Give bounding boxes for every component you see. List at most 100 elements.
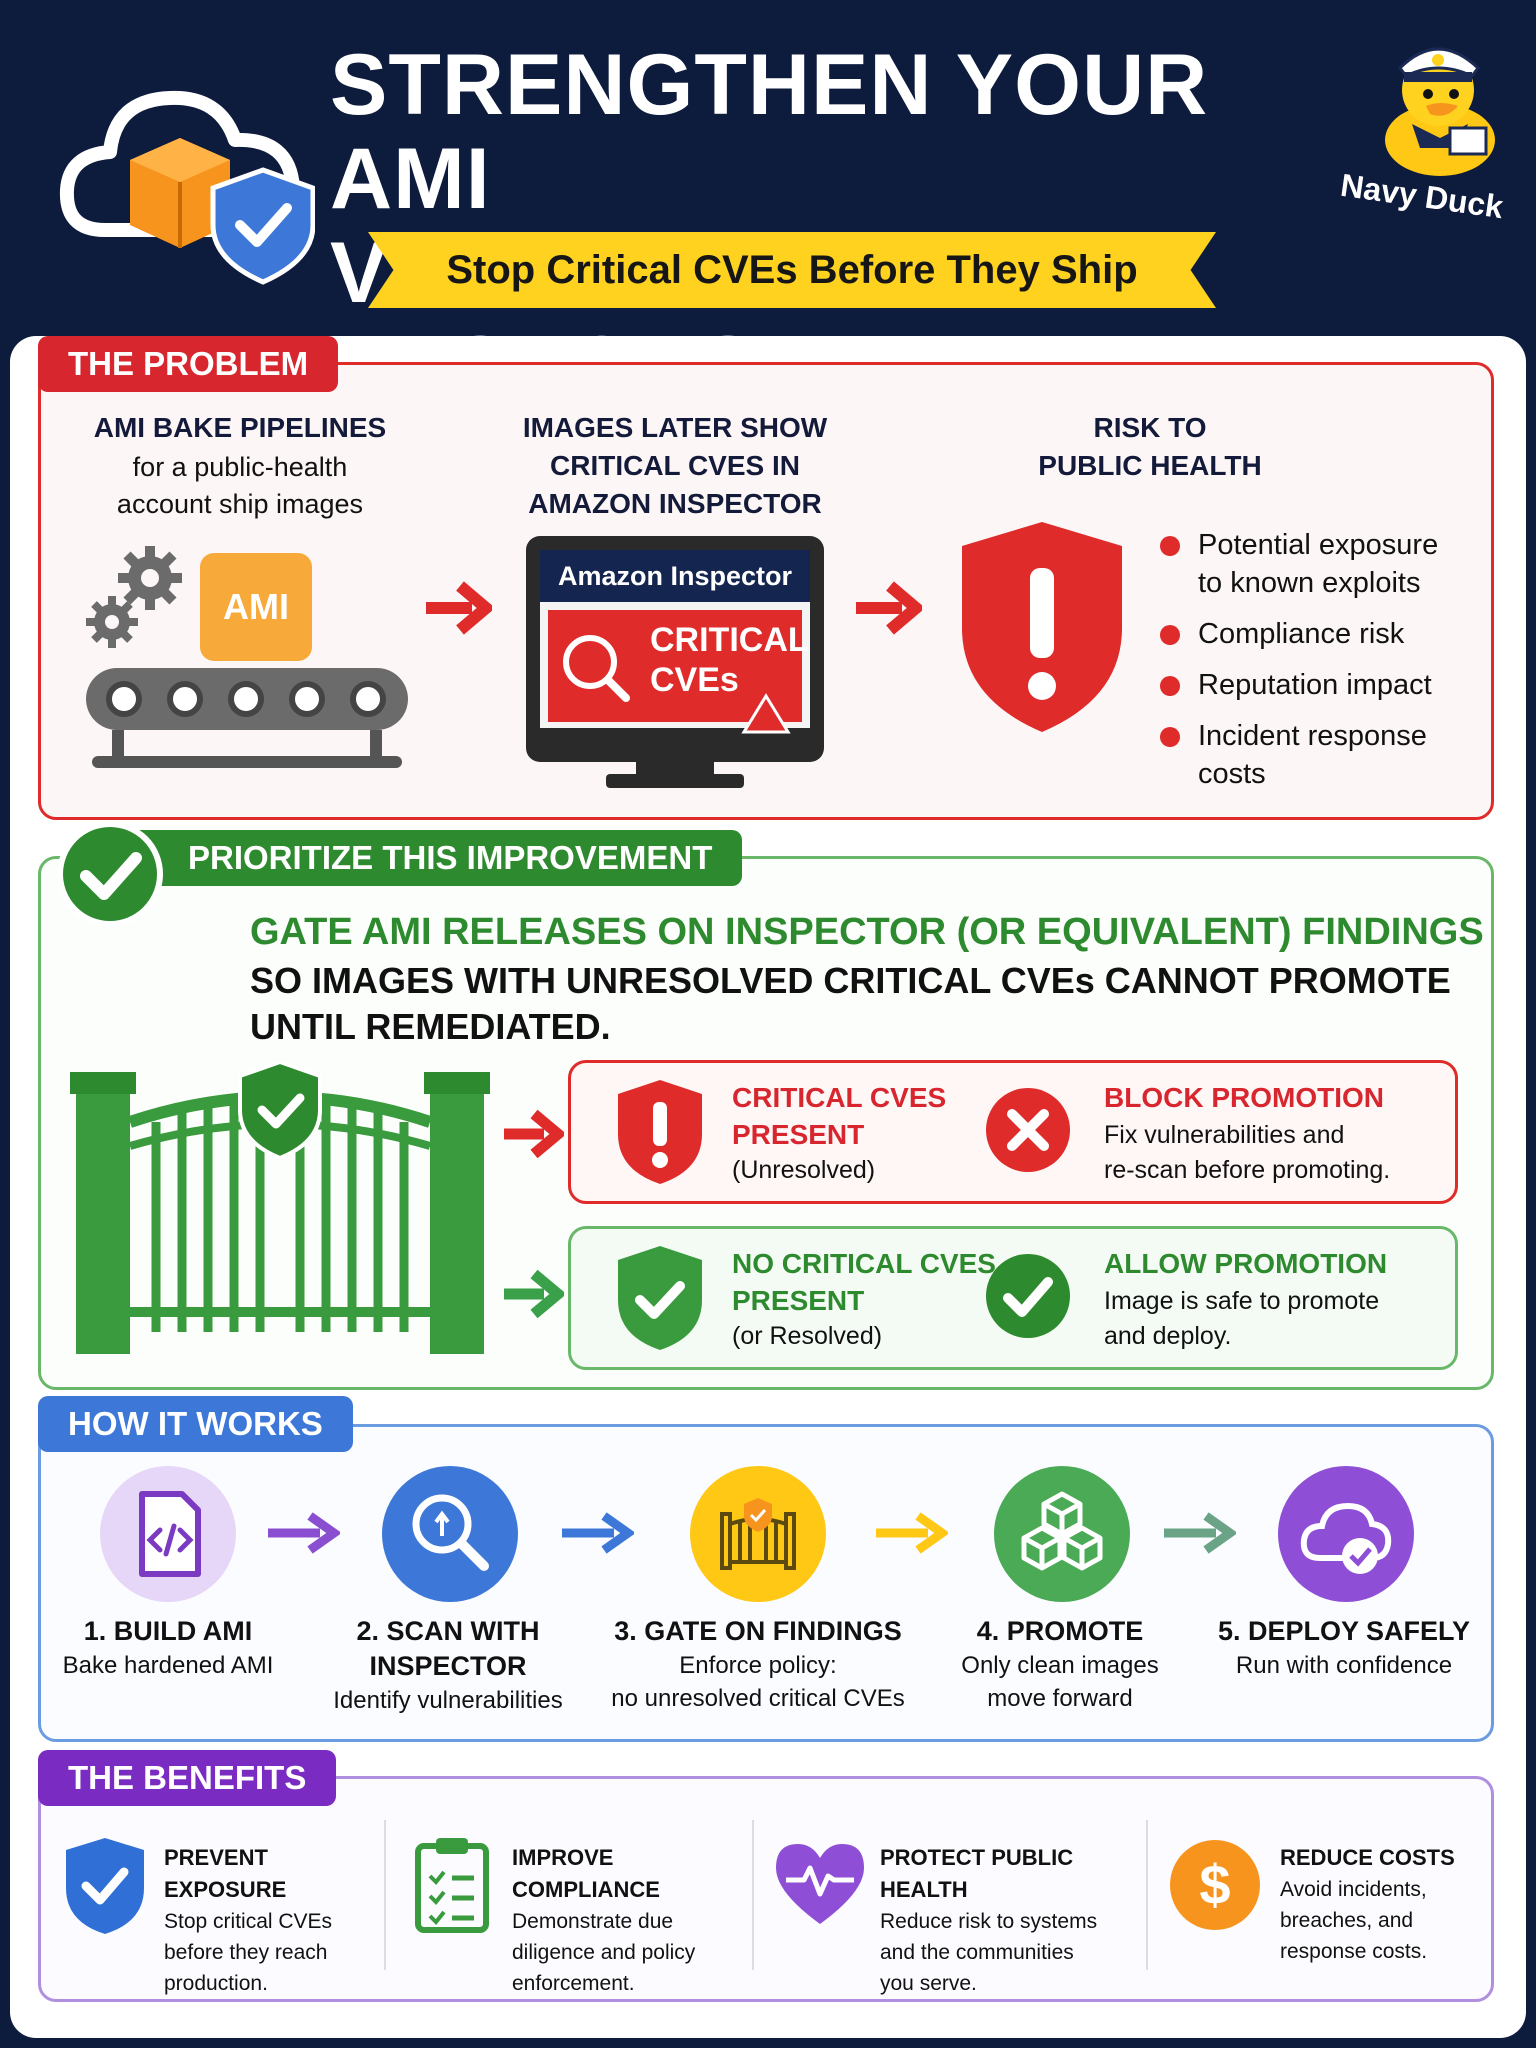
arrow-right-icon [500, 1268, 564, 1320]
risk-item-cont: costs [1198, 758, 1266, 790]
warning-shield-icon [958, 518, 1126, 736]
how-tag: HOW IT WORKS [38, 1396, 353, 1452]
subtitle-ribbon: Stop Critical CVEs Before They Ship [368, 232, 1216, 308]
bad-heading-2: PRESENT [732, 1119, 865, 1150]
benefits-tag: THE BENEFITS [38, 1750, 337, 1806]
step-4-title: 4. PROMOTE [976, 1616, 1144, 1646]
risk-list: Potential exposure to known exploits Com… [1160, 526, 1438, 793]
arrow-right-icon [872, 1510, 948, 1556]
cubes-icon [992, 1464, 1132, 1604]
block-text-1: Fix vulnerabilities and [1104, 1121, 1345, 1149]
pipeline-sub-1: for a public-health [132, 452, 348, 482]
step-4: 4. PROMOTE Only clean images move forwar… [940, 1614, 1180, 1715]
good-heading-2: PRESENT [732, 1285, 865, 1316]
step-3-text: Enforce policy: [679, 1652, 837, 1679]
check-shield-icon [616, 1244, 704, 1352]
cloud-box-shield-icon [55, 60, 315, 290]
monitor-alert-2: CVEs [650, 661, 739, 699]
pipeline-sub-2: account ship images [116, 489, 364, 519]
pipeline-title: AMI BAKE PIPELINES [93, 412, 387, 443]
benefit-1-text-1: Stop critical CVEs [164, 1910, 333, 1933]
dollar-coin-icon: $ [1170, 1840, 1260, 1930]
arrow-right-icon [850, 578, 922, 638]
inspector-title-1: IMAGES LATER SHOW [522, 412, 828, 443]
step-4-text: Only clean images [961, 1652, 1159, 1679]
step-5-title: 5. DEPLOY SAFELY [1217, 1616, 1471, 1646]
heart-pulse-icon [772, 1840, 868, 1928]
monitor-title: Amazon Inspector [557, 561, 793, 591]
arrow-right-icon [558, 1510, 634, 1556]
benefit-1-text-3: production. [164, 1972, 268, 1995]
check-circle-icon [984, 1252, 1072, 1340]
benefit-divider [1146, 1820, 1148, 1970]
step-4-text-2: move forward [987, 1685, 1133, 1712]
problem-tag: THE PROBLEM [38, 336, 339, 392]
shield-check-icon [64, 1836, 146, 1936]
step-3: 3. GATE ON FINDINGS Enforce policy: no u… [598, 1614, 918, 1715]
benefit-4-text-1: Avoid incidents, [1280, 1878, 1427, 1901]
ami-box: AMI [200, 553, 312, 661]
bad-heading-1: CRITICAL CVES [732, 1082, 947, 1113]
title-line-1: STRENGTHEN YOUR AMI [330, 37, 1209, 227]
risk-item: Potential exposure [1160, 526, 1438, 564]
benefit-1-title: PREVENT EXPOSURE [164, 1845, 287, 1902]
good-heading-1: NO CRITICAL CVES [732, 1248, 996, 1279]
step-2: 2. SCAN WITH INSPECTOR Identify vulnerab… [318, 1614, 578, 1717]
risk-title-2: PUBLIC HEALTH [1038, 450, 1262, 481]
good-sub: (or Resolved) [732, 1322, 883, 1350]
gate-icon [70, 1062, 490, 1354]
risk-title-1: RISK TO [1093, 412, 1207, 443]
benefit-2-text-3: enforcement. [512, 1972, 635, 1995]
benefit-3-text-2: and the communities [880, 1941, 1074, 1964]
arrow-right-icon [1160, 1510, 1236, 1556]
benefit-1: PREVENT EXPOSURE Stop critical CVEs befo… [164, 1842, 374, 1999]
improvement-body-2: UNTIL REMEDIATED. [250, 1006, 611, 1047]
benefit-2-text-2: diligence and policy [512, 1941, 696, 1964]
gears-icon [80, 540, 190, 650]
arrow-right-icon [420, 578, 492, 638]
inspector-title-3: AMAZON INSPECTOR [528, 488, 822, 519]
step-1-text: Bake hardened AMI [62, 1652, 274, 1679]
code-file-icon [98, 1464, 238, 1604]
benefit-3: PROTECT PUBLIC HEALTH Reduce risk to sys… [880, 1842, 1140, 1999]
benefit-2-title: IMPROVE COMPLIANCE [512, 1845, 660, 1902]
monitor-alert-1: CRITICAL [650, 621, 809, 659]
benefit-3-title: PROTECT PUBLIC HEALTH [880, 1845, 1074, 1902]
inspector-title-2: CRITICAL CVES IN [550, 450, 800, 481]
risk-item: Reputation impact [1160, 666, 1438, 704]
arrow-right-icon [500, 1108, 564, 1160]
benefit-divider [384, 1820, 386, 1970]
clipboard-checklist-icon [414, 1836, 490, 1934]
step-5-text: Run with confidence [1235, 1652, 1453, 1679]
conveyor-icon [82, 664, 412, 774]
improvement-body-1: SO IMAGES WITH UNRESOLVED CRITICAL CVEs … [250, 960, 1451, 1001]
step-2-title-2: INSPECTOR [369, 1651, 527, 1681]
allow-text-1: Image is safe to promote [1104, 1287, 1380, 1315]
cloud-check-icon [1276, 1464, 1416, 1604]
step-2-text: Identify vulnerabilities [333, 1687, 563, 1714]
scan-magnifier-icon [380, 1464, 520, 1604]
allow-text-2: and deploy. [1104, 1322, 1232, 1350]
benefit-2: IMPROVE COMPLIANCE Demonstrate due dilig… [512, 1842, 742, 1999]
benefit-3-text-3: you serve. [880, 1972, 977, 1995]
block-heading: BLOCK PROMOTION [1104, 1082, 1384, 1113]
improvement-headline: GATE AMI RELEASES ON INSPECTOR (OR EQUIV… [250, 911, 1484, 953]
step-1: 1. BUILD AMI Bake hardened AMI [58, 1614, 278, 1682]
benefit-4-title: REDUCE COSTS [1280, 1845, 1455, 1870]
gate-shield-icon [688, 1464, 828, 1604]
benefit-3-text-1: Reduce risk to systems [880, 1910, 1098, 1933]
benefit-4-text-3: response costs. [1280, 1940, 1428, 1963]
x-circle-icon [984, 1086, 1072, 1174]
monitor-icon [526, 536, 824, 788]
risk-item: Incident response [1160, 717, 1438, 755]
step-3-title: 3. GATE ON FINDINGS [614, 1616, 902, 1646]
arrow-right-icon [264, 1510, 340, 1556]
step-2-title: 2. SCAN WITH [356, 1616, 540, 1646]
step-1-title: 1. BUILD AMI [83, 1616, 253, 1646]
check-circle-icon [56, 820, 164, 928]
benefit-4: REDUCE COSTS Avoid incidents, breaches, … [1280, 1842, 1480, 1967]
duck-mascot-icon [1360, 20, 1510, 180]
benefit-4-text-2: breaches, and [1280, 1909, 1414, 1932]
benefit-1-text-2: before they reach [164, 1941, 328, 1964]
step-3-text-2: no unresolved critical CVEs [611, 1685, 905, 1712]
